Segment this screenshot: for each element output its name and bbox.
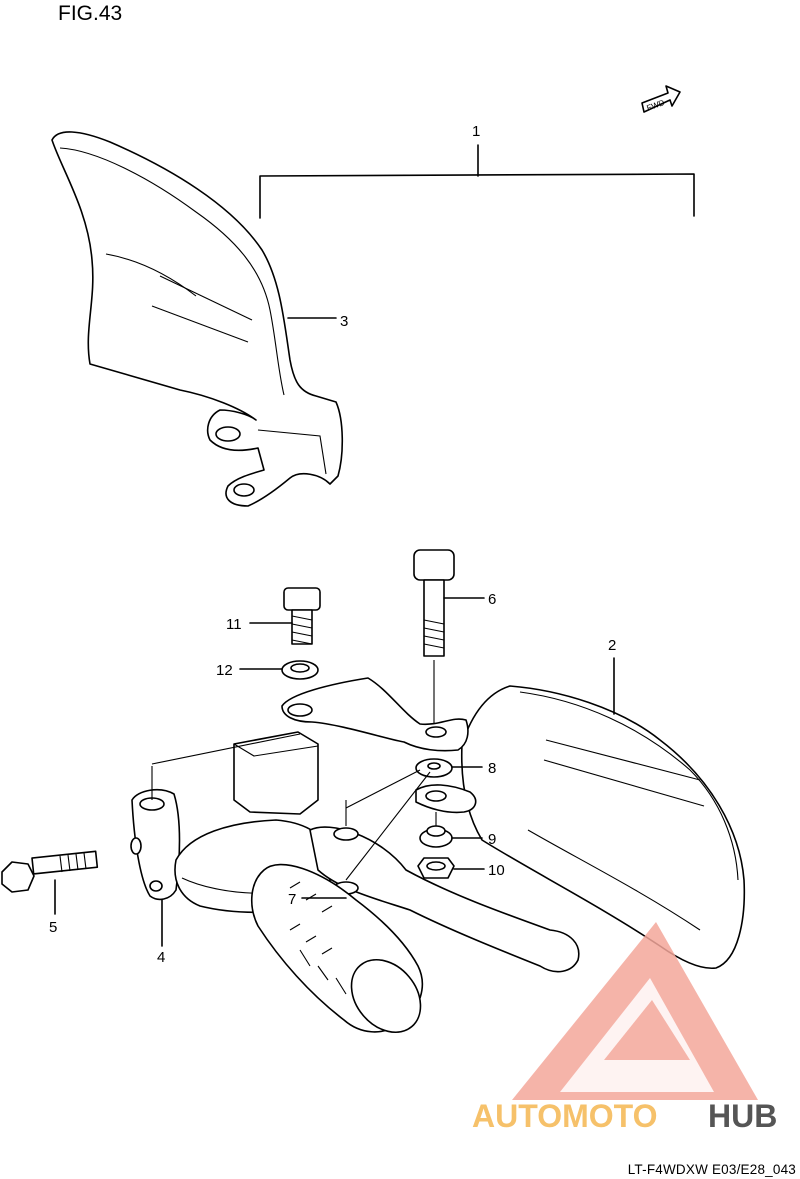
callout-1: 1 <box>472 123 480 140</box>
callout-9: 9 <box>488 831 496 848</box>
watermark-text-1: AUTOMOTO <box>472 1098 657 1134</box>
callout-8: 8 <box>488 760 496 777</box>
assembly-leader-lines <box>151 733 437 899</box>
assembly-bracket <box>259 144 695 219</box>
guard-mount-bracket <box>281 677 469 752</box>
callout-2: 2 <box>608 637 616 654</box>
fwd-arrow-icon: FWD <box>641 85 681 113</box>
callout-4: 4 <box>157 949 165 966</box>
nut-9 <box>419 825 483 848</box>
bolt-5 <box>1 850 99 915</box>
bolt-11 <box>249 587 321 645</box>
watermark-logo <box>512 922 758 1100</box>
washer-8 <box>415 758 483 778</box>
nut-10 <box>417 857 485 879</box>
handlebar-grip <box>250 863 424 1034</box>
callout-3: 3 <box>340 313 348 330</box>
bolt-6 <box>413 549 485 740</box>
callout-12: 12 <box>216 662 233 679</box>
figure-title: FIG.43 <box>58 2 123 25</box>
watermark-text-2: HUB <box>708 1098 777 1134</box>
hand-guard-right <box>460 657 746 970</box>
callout-5: 5 <box>49 919 57 936</box>
callout-10: 10 <box>488 862 505 879</box>
washer-12 <box>239 660 319 680</box>
callout-7: 7 <box>288 891 296 908</box>
lower-bracket-arm <box>415 784 477 814</box>
callout-6: 6 <box>488 591 496 608</box>
callout-11: 11 <box>226 616 242 633</box>
model-code: LT-F4WDXW E03/E28_043 <box>627 1162 796 1177</box>
hand-guard-left <box>51 131 344 507</box>
